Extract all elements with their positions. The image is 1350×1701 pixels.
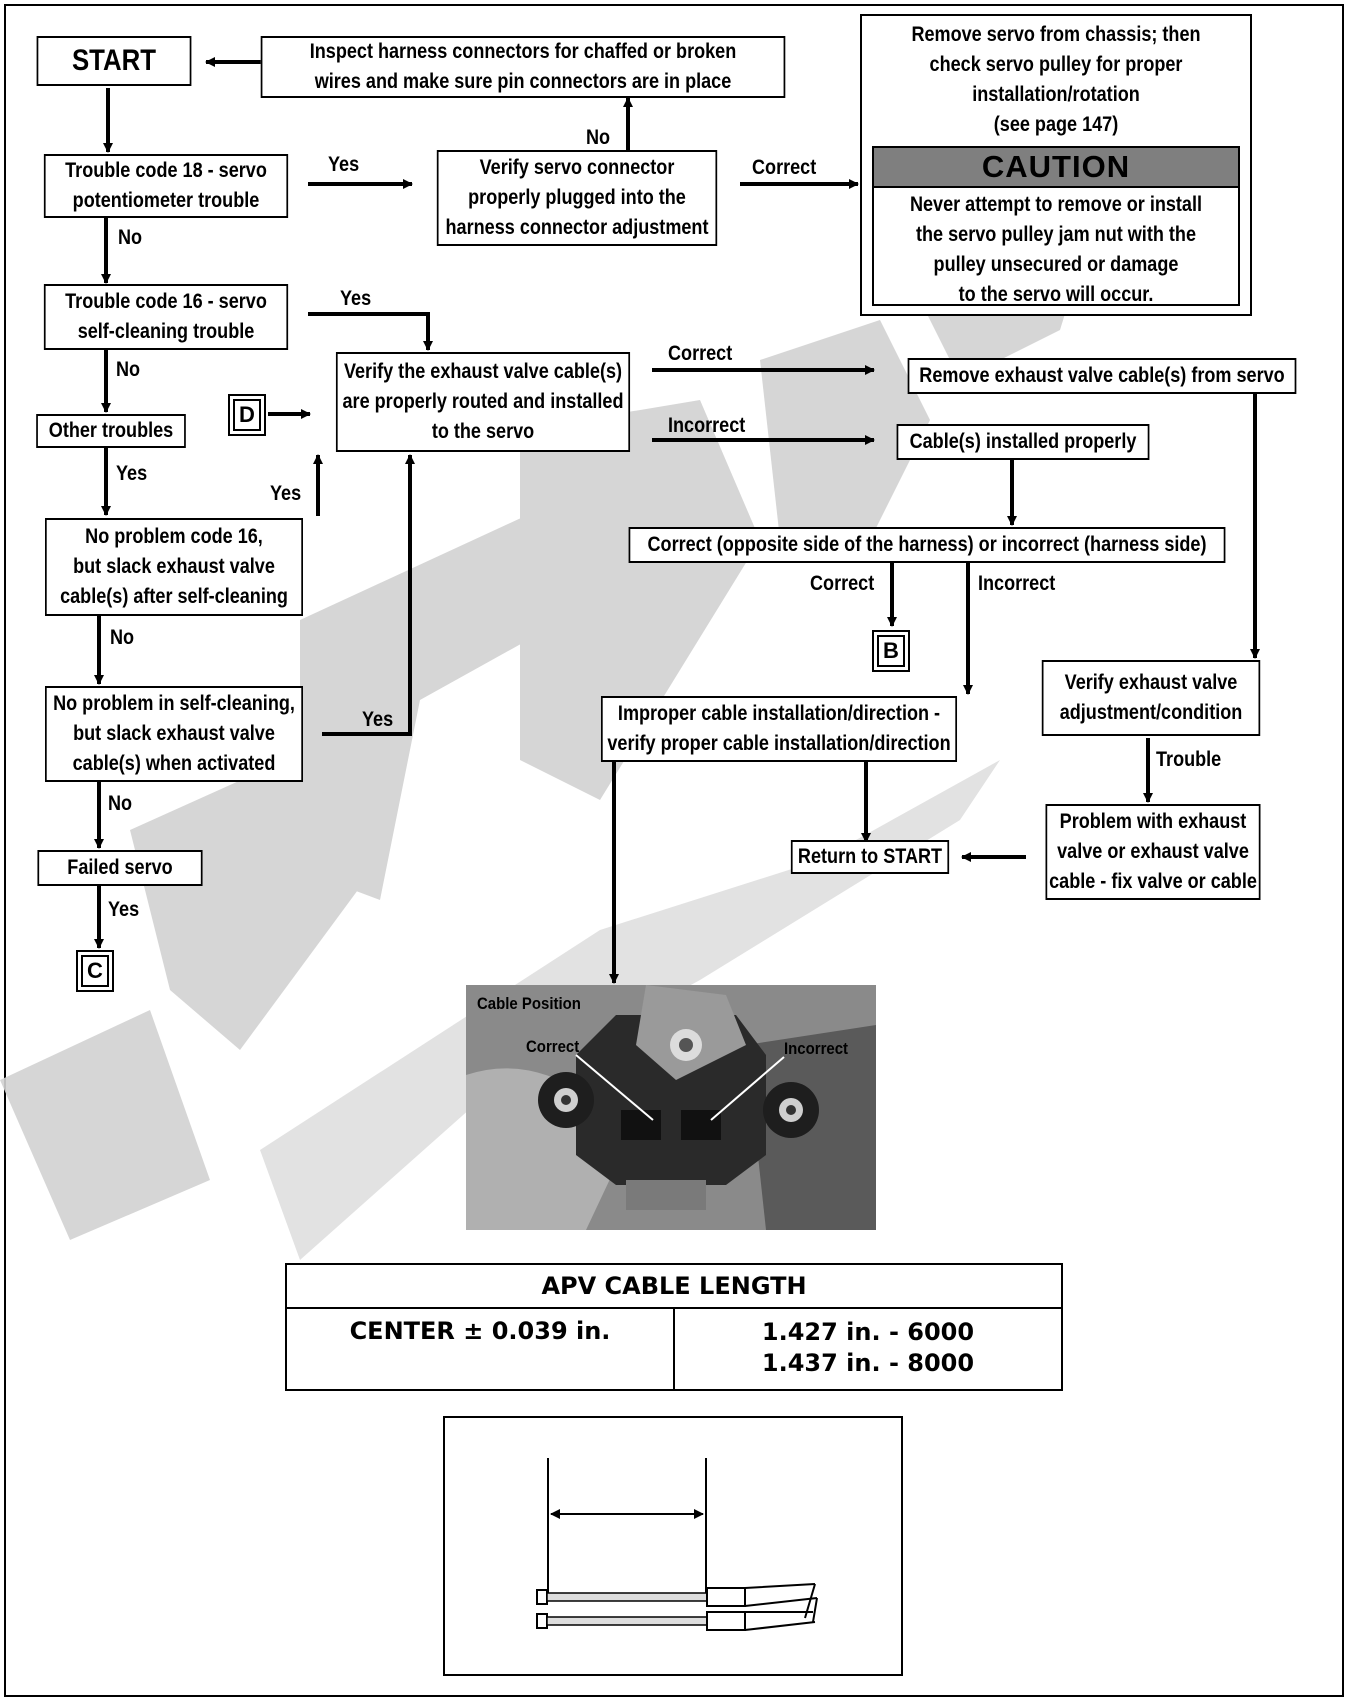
label-incorrect-branch: Incorrect xyxy=(978,572,1056,595)
page-frame xyxy=(4,4,1344,1697)
trouble-code-18-box: Trouble code 18 - servo potentiometer tr… xyxy=(43,154,289,218)
photo-title: Cable Position xyxy=(477,994,581,1013)
start-box: START xyxy=(36,36,192,86)
label-yes-failed: Yes xyxy=(108,898,140,921)
label-no-noproblemself: No xyxy=(108,792,133,815)
verify-servo-connector-box: Verify servo connector properly plugged … xyxy=(436,150,718,246)
label-yes-code18: Yes xyxy=(328,153,360,176)
photo-label-correct: Correct xyxy=(526,1037,580,1056)
label-yes-other: Yes xyxy=(116,462,148,485)
label-incorrect-verifycable: Incorrect xyxy=(668,414,746,437)
apv-length-8000: 1.437 in. - 8000 xyxy=(761,1349,975,1377)
reference-d: D xyxy=(228,394,266,436)
cable-position-photo: Cable Position Correct Incorrect xyxy=(466,985,876,1230)
label-no-code18: No xyxy=(118,226,143,249)
remove-servo-text: Remove servo from chassis; then check se… xyxy=(911,23,1201,136)
verify-exhaust-valve-box: Verify exhaust valve adjustment/conditio… xyxy=(1041,660,1261,736)
correct-or-incorrect-box: Correct (opposite side of the harness) o… xyxy=(628,527,1226,563)
servo-photo-graphic xyxy=(466,985,876,1230)
label-no-code16: No xyxy=(116,358,141,381)
apv-length-6000: 1.427 in. - 6000 xyxy=(761,1318,975,1346)
problem-exhaust-valve-box: Problem with exhaust valve or exhaust va… xyxy=(1045,804,1261,900)
apv-lengths-cell: 1.427 in. - 6000 1.437 in. - 8000 xyxy=(675,1309,1061,1391)
remove-exhaust-cable-box: Remove exhaust valve cable(s) from servo xyxy=(907,358,1297,394)
cable-installed-box: Cable(s) installed properly xyxy=(896,424,1150,460)
apv-table-title: APV CABLE LENGTH xyxy=(287,1265,1061,1309)
cable-diagram-graphic xyxy=(536,1458,818,1631)
photo-label-incorrect: Incorrect xyxy=(784,1039,849,1058)
caution-panel: CAUTION Never attempt to remove or insta… xyxy=(872,146,1240,306)
caution-title: CAUTION xyxy=(874,148,1238,188)
label-yes-code16: Yes xyxy=(340,287,372,310)
reference-c: C xyxy=(76,950,114,992)
apv-cable-length-table: APV CABLE LENGTH CENTER ± 0.039 in. 1.42… xyxy=(285,1263,1063,1391)
label-yes-noproblem16: Yes xyxy=(270,482,302,505)
remove-servo-box: Remove servo from chassis; then check se… xyxy=(860,14,1252,316)
return-to-start-box: Return to START xyxy=(790,840,950,874)
label-correct-verifycable: Correct xyxy=(668,342,733,365)
arrow-code16-verifycable xyxy=(308,312,433,351)
no-problem-self-cleaning-box: No problem in self-cleaning, but slack e… xyxy=(45,686,303,782)
label-no-inspect: No xyxy=(586,126,611,149)
label-correct-verify: Correct xyxy=(752,156,817,179)
apv-center-cell: CENTER ± 0.039 in. xyxy=(287,1309,675,1391)
trouble-code-16-box: Trouble code 16 - servo self-cleaning tr… xyxy=(43,284,289,350)
label-yes-noproblemself: Yes xyxy=(362,708,394,731)
cable-length-diagram xyxy=(443,1416,903,1676)
no-problem-code-16-box: No problem code 16, but slack exhaust va… xyxy=(45,518,303,616)
inspect-connectors-box: Inspect harness connectors for chaffed o… xyxy=(260,36,786,98)
label-correct-branch: Correct xyxy=(810,572,875,595)
label-no-noproblem16: No xyxy=(110,626,135,649)
other-troubles-box: Other troubles xyxy=(36,414,186,448)
reference-b: B xyxy=(872,630,910,672)
failed-servo-box: Failed servo xyxy=(37,850,203,886)
apv-table-row: CENTER ± 0.039 in. 1.427 in. - 6000 1.43… xyxy=(287,1309,1061,1391)
verify-exhaust-cable-box: Verify the exhaust valve cable(s) are pr… xyxy=(335,352,631,452)
caution-text: Never attempt to remove or install the s… xyxy=(909,193,1203,306)
label-trouble: Trouble xyxy=(1156,748,1222,771)
improper-cable-installation-box: Improper cable installation/direction - … xyxy=(600,696,958,762)
arrow-noproblemself-verifycable xyxy=(322,454,415,736)
